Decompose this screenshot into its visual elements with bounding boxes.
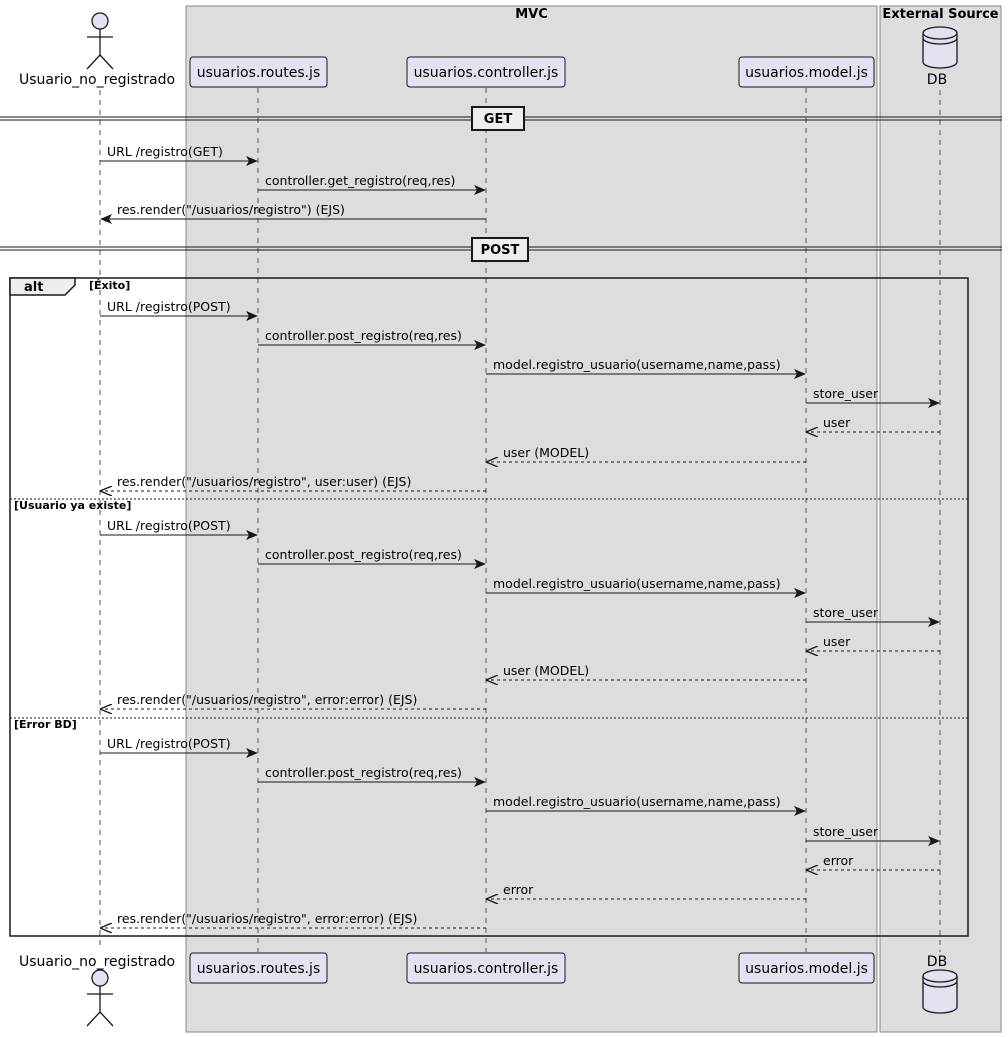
- alt-guard-success: [Éxito]: [89, 279, 130, 292]
- message-label: URL /registro(POST): [107, 518, 231, 533]
- participant-model-top: usuarios.model.js: [738, 56, 875, 88]
- participant-model-bottom: usuarios.model.js: [738, 952, 875, 984]
- message-db-to-model: user: [807, 415, 940, 432]
- message-label: URL /registro(GET): [107, 144, 223, 159]
- message-controller-to-user: res.render("/usuarios/registro") (EJS): [100, 202, 486, 224]
- message-user-to-routes: URL /registro(POST): [100, 518, 258, 540]
- message-label: controller.post_registro(req,res): [265, 547, 462, 562]
- alt-keyword-tab: [9, 277, 76, 296]
- message-label: controller.post_registro(req,res): [265, 765, 462, 780]
- alt-guard-user-exists: [Usuario ya existe]: [14, 499, 131, 512]
- alt-frame: [9, 277, 969, 937]
- message-label: controller.post_registro(req,res): [265, 328, 462, 343]
- participant-routes-bottom: usuarios.routes.js: [189, 952, 328, 984]
- database-icon: [922, 26, 958, 69]
- message-controller-to-model: model.registro_usuario(username,name,pas…: [486, 794, 806, 816]
- message-model-to-controller: user (MODEL): [487, 445, 806, 462]
- database-db-top: DB: [922, 26, 958, 88]
- message-db-to-model: error: [807, 853, 940, 870]
- divider-get-label: GET: [484, 112, 513, 127]
- message-label: store_user: [813, 605, 879, 620]
- message-label: user (MODEL): [503, 445, 589, 460]
- message-label: model.registro_usuario(username,name,pas…: [493, 794, 781, 809]
- message-routes-to-controller: controller.post_registro(req,res): [258, 765, 486, 787]
- message-label: res.render("/usuarios/registro", error:e…: [117, 911, 417, 926]
- divider-get: GET: [0, 106, 1002, 131]
- participant-model-top-label: usuarios.model.js: [745, 65, 868, 81]
- message-label: error: [503, 882, 534, 897]
- message-controller-to-user: res.render("/usuarios/registro", error:e…: [101, 692, 486, 709]
- message-routes-to-controller: controller.post_registro(req,res): [258, 328, 486, 350]
- box-external-frame: [879, 5, 1002, 1033]
- actor-user-bottom-label: Usuario_no_registrado: [19, 954, 175, 970]
- message-model-to-db: store_user: [806, 824, 940, 846]
- message-label: user: [823, 415, 851, 430]
- message-routes-to-controller: controller.post_registro(req,res): [258, 547, 486, 569]
- participant-controller-bottom-label: usuarios.controller.js: [414, 961, 559, 977]
- participant-model-bottom-label: usuarios.model.js: [745, 961, 868, 977]
- database-icon: [922, 969, 958, 1014]
- participant-routes-top-label: usuarios.routes.js: [197, 65, 321, 81]
- actor-user-bottom: Usuario_no_registrado: [19, 954, 175, 1027]
- message-model-to-db: store_user: [806, 605, 940, 627]
- divider-post-label: POST: [481, 243, 520, 258]
- message-user-to-routes: URL /registro(POST): [100, 736, 258, 758]
- message-model-to-controller: user (MODEL): [487, 663, 806, 680]
- message-db-to-model: user: [807, 634, 940, 651]
- message-label: res.render("/usuarios/registro", error:e…: [117, 692, 417, 707]
- message-label: res.render("/usuarios/registro") (EJS): [117, 202, 345, 217]
- actor-user-top-label: Usuario_no_registrado: [19, 72, 175, 88]
- message-label: model.registro_usuario(username,name,pas…: [493, 357, 781, 372]
- actor-figure-icon: [86, 969, 114, 1027]
- message-label: model.registro_usuario(username,name,pas…: [493, 576, 781, 591]
- message-controller-to-model: model.registro_usuario(username,name,pas…: [486, 576, 806, 598]
- participant-controller-top-label: usuarios.controller.js: [414, 65, 559, 81]
- alt-guard-db-error: [Error BD]: [14, 718, 77, 731]
- participant-controller-top: usuarios.controller.js: [406, 56, 566, 88]
- message-user-to-routes: URL /registro(GET): [100, 144, 258, 166]
- box-mvc-frame: [185, 5, 878, 1033]
- box-mvc-title: MVC: [515, 7, 548, 22]
- message-controller-to-model: model.registro_usuario(username,name,pas…: [486, 357, 806, 379]
- message-label: error: [823, 853, 854, 868]
- box-external-source: External Source: [879, 5, 1002, 1033]
- lifelines: [99, 88, 941, 952]
- box-mvc: MVC: [185, 5, 878, 1033]
- message-label: store_user: [813, 386, 879, 401]
- message-label: user (MODEL): [503, 663, 589, 678]
- participant-routes-top: usuarios.routes.js: [189, 56, 328, 88]
- participant-routes-bottom-label: usuarios.routes.js: [197, 961, 321, 977]
- message-routes-to-controller: controller.get_registro(req,res): [258, 173, 486, 195]
- box-external-title: External Source: [882, 7, 998, 22]
- message-model-to-db: store_user: [806, 386, 940, 408]
- participant-controller-bottom: usuarios.controller.js: [406, 952, 566, 984]
- message-controller-to-user: res.render("/usuarios/registro", error:e…: [101, 911, 486, 928]
- message-label: user: [823, 634, 851, 649]
- messages: URL /registro(GET) controller.get_registr…: [100, 144, 940, 928]
- message-user-to-routes: URL /registro(POST): [100, 299, 258, 321]
- actor-user-top: Usuario_no_registrado: [19, 12, 175, 88]
- alt-fragment: alt [Éxito] [Usuario ya existe] [Error B…: [9, 277, 969, 937]
- database-db-bottom: DB: [922, 954, 958, 1014]
- message-model-to-controller: error: [487, 882, 806, 899]
- divider-post: POST: [0, 237, 1002, 262]
- message-controller-to-user: res.render("/usuarios/registro", user:us…: [101, 474, 486, 491]
- message-label: URL /registro(POST): [107, 299, 231, 314]
- database-db-top-label: DB: [927, 72, 947, 88]
- message-label: store_user: [813, 824, 879, 839]
- actor-figure-icon: [86, 12, 114, 70]
- message-label: URL /registro(POST): [107, 736, 231, 751]
- database-db-bottom-label: DB: [927, 954, 947, 970]
- message-label: res.render("/usuarios/registro", user:us…: [117, 474, 411, 489]
- message-label: controller.get_registro(req,res): [265, 173, 455, 188]
- alt-keyword: alt: [24, 280, 43, 295]
